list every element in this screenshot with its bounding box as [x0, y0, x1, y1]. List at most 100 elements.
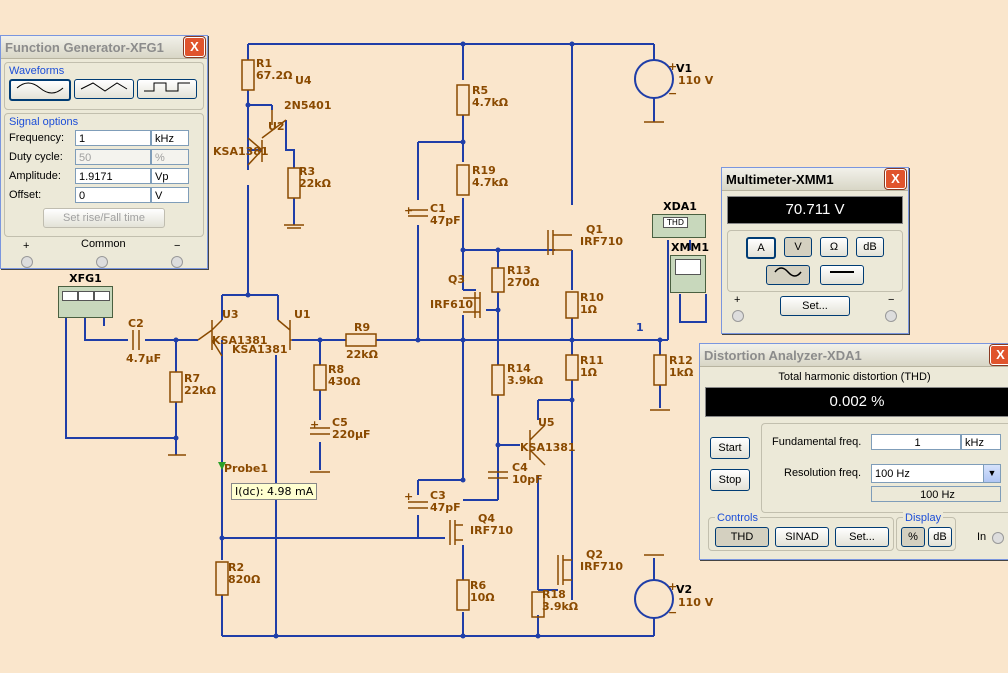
value-u1: KSA1381 [232, 343, 288, 356]
probe-marker-icon[interactable] [218, 462, 226, 470]
c3-plus: + [404, 490, 413, 503]
da-db-button[interactable]: dB [928, 527, 952, 547]
label-c1: C1 [430, 202, 446, 215]
value-r8: 430Ω [328, 375, 361, 388]
label-r6: R6 [470, 579, 486, 592]
da-display-group: Display % dB [896, 512, 956, 551]
triangle-wave-icon [80, 82, 128, 92]
da-titlebar[interactable]: Distortion Analyzer-XDA1 X [700, 344, 1008, 367]
offset-input[interactable]: 0 [75, 186, 151, 203]
value-c1: 47pF [430, 214, 461, 227]
value-q3: IRF610 [430, 298, 473, 311]
da-controls-label: Controls [715, 512, 760, 524]
value-c4: 10pF [512, 473, 543, 486]
fg-plus-terminal[interactable] [21, 256, 33, 268]
label-r13: R13 [507, 264, 531, 277]
label-q2: Q2 [586, 548, 603, 561]
dc-line-icon [830, 271, 854, 273]
da-display: 0.002 % [705, 387, 1008, 417]
sine-icon [62, 291, 78, 301]
value-r13: 270Ω [507, 276, 540, 289]
frequency-input[interactable]: 1 [75, 129, 151, 146]
value-u5: KSA1381 [520, 441, 576, 454]
mm-minus-label: − [888, 294, 895, 306]
da-fundamental-input[interactable]: 1 [871, 434, 961, 450]
value-r11: 1Ω [580, 366, 598, 379]
mm-ammeter-button[interactable]: A [746, 237, 776, 259]
da-fundamental-unit[interactable]: kHz [961, 434, 1001, 450]
label-r8: R8 [328, 363, 344, 376]
label-r7: R7 [184, 372, 200, 385]
label-u4: U4 [295, 74, 312, 87]
fg-plus-label: + [23, 240, 30, 252]
amplitude-unit[interactable]: Vp [151, 167, 189, 184]
source-v2 [634, 579, 674, 619]
label-r10: R10 [580, 291, 604, 304]
mm-title: Multimeter-XMM1 [726, 171, 834, 187]
value-u4: 2N5401 [284, 99, 331, 112]
thd-chip: THD [663, 217, 689, 228]
fg-common-terminal[interactable] [96, 256, 108, 268]
mm-display: 70.711 V [727, 196, 903, 224]
mm-plus-label: + [734, 294, 741, 306]
value-r6: 10Ω [470, 591, 495, 604]
da-thd-button[interactable]: THD [715, 527, 769, 547]
mm-dc-button[interactable] [820, 265, 864, 285]
mm-voltmeter-button[interactable]: V [784, 237, 812, 257]
label-u1: U1 [294, 308, 311, 321]
fg-close-button[interactable]: X [184, 37, 205, 57]
mm-set-button[interactable]: Set... [780, 296, 850, 316]
da-close-button[interactable]: X [990, 345, 1008, 365]
fg-waveforms-label: Waveforms [9, 65, 65, 77]
xda1-instrument[interactable]: XDA1 THD [652, 200, 708, 238]
value-r12: 1kΩ [669, 366, 694, 379]
da-in-terminal[interactable] [992, 532, 1004, 544]
ac-wave-icon [774, 267, 802, 277]
xda1-label: XDA1 [663, 200, 697, 213]
xfg1-instrument[interactable]: XFG1 [58, 272, 113, 318]
fg-minus-terminal[interactable] [171, 256, 183, 268]
mm-db-button[interactable]: dB [856, 237, 884, 257]
triangle-wave-button[interactable] [74, 79, 134, 99]
mm-close-button[interactable]: X [885, 169, 906, 189]
fg-minus-label: − [174, 240, 181, 252]
da-percent-button[interactable]: % [901, 527, 925, 547]
value-q4: IRF710 [470, 524, 513, 537]
da-settings-group: Fundamental freq. 1 kHz Resolution freq.… [761, 423, 1008, 513]
mm-ohmmeter-button[interactable]: Ω [820, 237, 848, 257]
da-sinad-button[interactable]: SINAD [775, 527, 829, 547]
da-start-button[interactable]: Start [710, 437, 750, 459]
amplitude-input[interactable]: 1.9171 [75, 167, 151, 184]
label-c4: C4 [512, 461, 528, 474]
da-set-button[interactable]: Set... [835, 527, 889, 547]
da-resolution-value: 100 Hz [875, 468, 910, 480]
fg-titlebar[interactable]: Function Generator-XFG1 X [1, 36, 207, 59]
value-r1: 67.2Ω [256, 69, 293, 82]
da-stop-button[interactable]: Stop [710, 469, 750, 491]
value-q1: IRF710 [580, 235, 623, 248]
offset-unit[interactable]: V [151, 186, 189, 203]
square-wave-button[interactable] [137, 79, 197, 99]
da-resolution-select[interactable]: 100 Hz ▼ [871, 464, 1001, 483]
label-q1: Q1 [586, 223, 603, 236]
label-v1: V1 [676, 62, 692, 75]
value-c2: 4.7µF [126, 352, 161, 365]
value-u2: KSA1381 [213, 145, 269, 158]
chevron-down-icon[interactable]: ▼ [983, 465, 1000, 482]
sine-wave-button[interactable] [9, 79, 71, 101]
probe-reading: I(dc): 4.98 mA [231, 483, 318, 500]
mm-ac-button[interactable] [766, 265, 810, 285]
function-generator-window: Function Generator-XFG1 X Waveforms Sign… [0, 35, 208, 269]
label-v2: V2 [676, 583, 692, 596]
square-wave-icon [144, 82, 190, 92]
value-r5: 4.7kΩ [472, 96, 509, 109]
mm-plus-terminal[interactable] [732, 310, 744, 322]
mm-titlebar[interactable]: Multimeter-XMM1 X [722, 168, 908, 191]
value-u3: KSA1381 [212, 334, 268, 347]
mm-minus-terminal[interactable] [885, 310, 897, 322]
frequency-unit[interactable]: kHz [151, 129, 189, 146]
xmm1-instrument[interactable]: XMM1 [670, 241, 710, 293]
label-r2: R2 [228, 561, 244, 574]
offset-label: Offset: [9, 188, 42, 201]
value-r3: 22kΩ [299, 177, 332, 190]
